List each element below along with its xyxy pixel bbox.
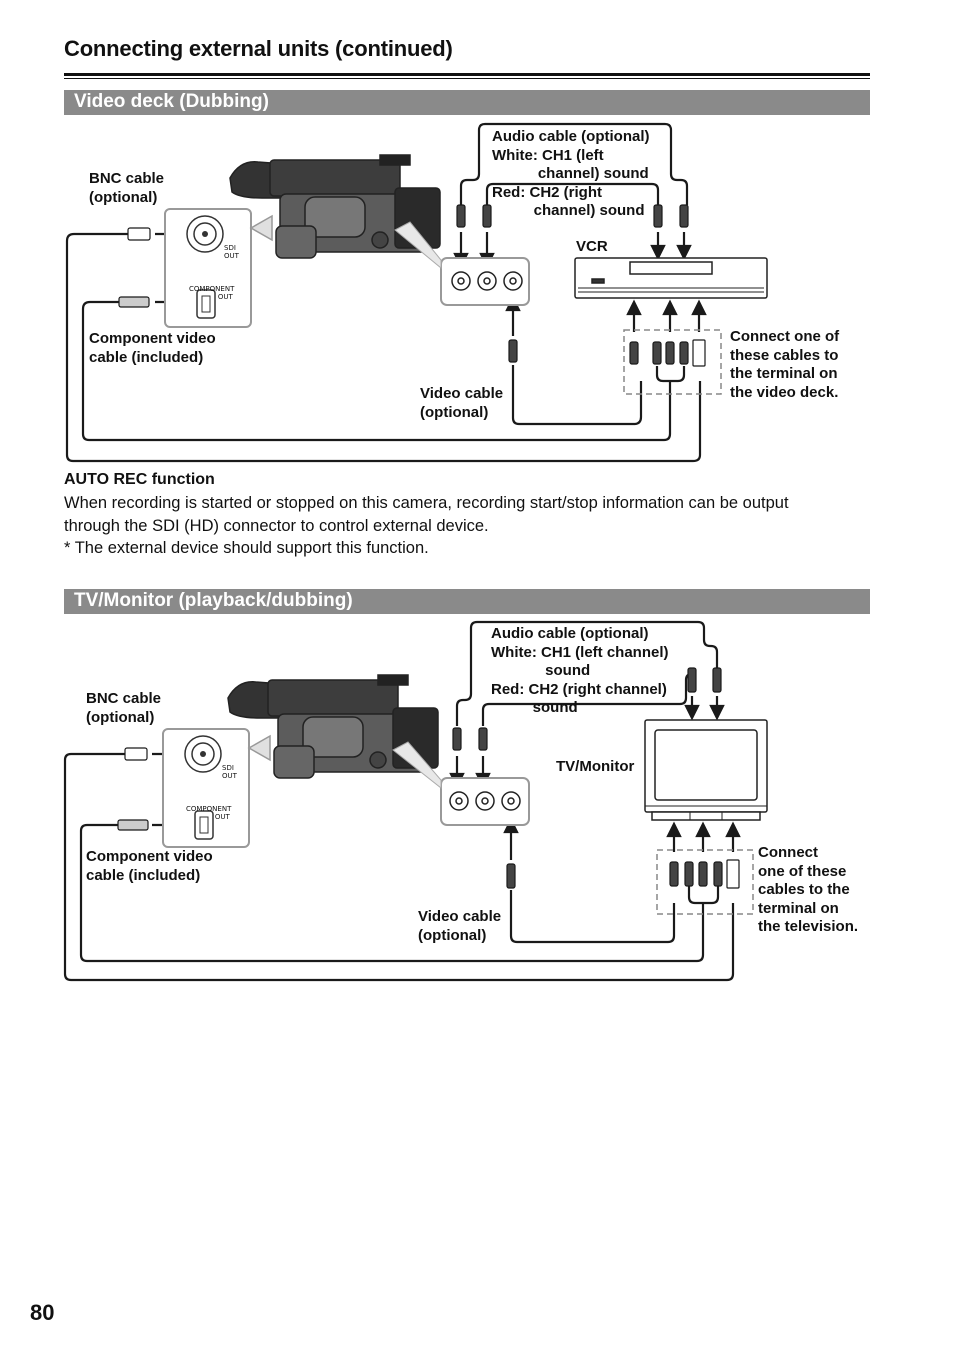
- audio-cable-red: [485, 182, 660, 205]
- sdi-out-label: SDI OUT: [224, 244, 239, 260]
- audio-cable-white: [455, 620, 719, 726]
- audio-cable-label: Audio cable (optional) White: CH1 (left …: [492, 128, 650, 219]
- title-rule: [64, 73, 870, 76]
- section-header-tv-monitor: TV/Monitor (playback/dubbing): [64, 589, 870, 614]
- bnc-cable-label: BNC cable (optional): [86, 690, 162, 726]
- page-number: 80: [30, 1300, 55, 1325]
- bnc-cable-loop: [63, 752, 735, 982]
- bnc-cable-loop: [65, 232, 702, 463]
- component-cable-label: Component video cable (included): [89, 330, 216, 366]
- auto-rec-line2: through the SDI (HD) connector to contro…: [64, 517, 489, 535]
- video-cable-loop: [509, 890, 676, 944]
- vcr-label: VCR: [576, 238, 608, 255]
- connect-instruction-label: Connect one of these cables to the termi…: [758, 844, 859, 935]
- connect-instruction-label: Connect one of these cables to the termi…: [730, 328, 840, 401]
- component-cable-loop: [79, 823, 705, 963]
- tv-monitor-image: [644, 719, 768, 821]
- video-cable-loop: [511, 365, 643, 426]
- audio-cable-label: Audio cable (optional) White: CH1 (left …: [491, 625, 669, 716]
- auto-rec-line1: When recording is started or stopped on …: [64, 494, 789, 512]
- auto-rec-heading: AUTO REC function: [64, 471, 215, 488]
- component-out-label: COMPONENT OUT: [186, 805, 232, 821]
- sdi-out-label: SDI OUT: [222, 764, 237, 780]
- section-title: TV/Monitor (playback/dubbing): [74, 590, 353, 611]
- component-cable-loop: [81, 300, 672, 442]
- auto-rec-note: * The external device should support thi…: [64, 539, 429, 557]
- section-title: Video deck (Dubbing): [74, 91, 269, 112]
- tv-monitor-label: TV/Monitor: [556, 758, 635, 775]
- page-title: Connecting external units (continued): [64, 36, 453, 61]
- title-rule-thin: [64, 78, 870, 79]
- component-cable-label: Component video cable (included): [86, 848, 213, 884]
- video-cable-label: Video cable (optional): [418, 908, 502, 944]
- vcr-image: [574, 257, 768, 299]
- camcorder-image: [227, 674, 439, 779]
- component-out-label: COMPONENT OUT: [189, 285, 235, 301]
- section-header-video-deck: Video deck (Dubbing): [64, 90, 870, 115]
- video-cable-label: Video cable (optional): [420, 385, 504, 421]
- audio-cable-white: [459, 122, 689, 205]
- bnc-cable-label: BNC cable (optional): [89, 170, 165, 206]
